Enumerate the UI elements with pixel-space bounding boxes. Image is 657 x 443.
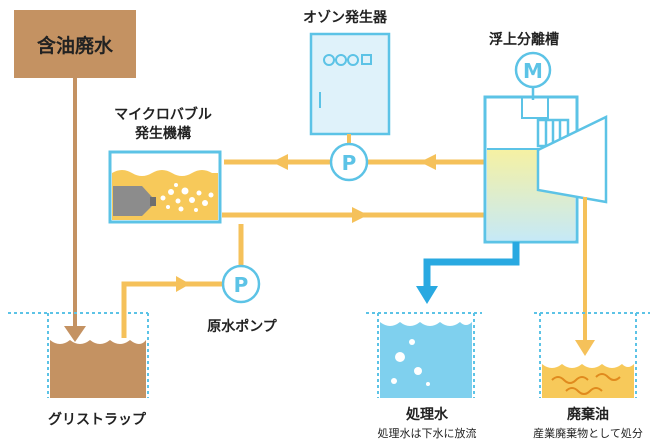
microbubble-unit-outline (108, 150, 222, 224)
ozone-generator-indicators (323, 54, 372, 66)
waste-oil-fill (542, 364, 634, 398)
grease-trap-fill (50, 340, 146, 398)
ozone-pump-symbol: P (342, 151, 357, 175)
microbubble-label-line2: 発生機構 (134, 125, 191, 142)
waste-oil-squiggle-2 (595, 373, 621, 381)
treated-water-line (423, 242, 520, 290)
motor-symbol: M (523, 59, 543, 83)
treated-water-bubbles (391, 339, 430, 386)
recirculation-arrowhead-1 (420, 154, 436, 170)
oil-discharge-chute (536, 115, 608, 204)
skimmer-frame (521, 97, 549, 119)
treated-water-label: 処理水 (405, 406, 449, 423)
waste-oil-arrowhead (575, 340, 595, 356)
treated-water-arrowhead (416, 286, 438, 304)
microbubble-label-line1: マイクロバブル (114, 106, 212, 123)
oil-wastewater-label: 含油廃水 (37, 34, 114, 57)
raw-water-pump-label: 原水ポンプ (207, 318, 278, 335)
microbubbles (160, 183, 214, 212)
ozone-generator-box (309, 32, 391, 136)
waste-oil-squiggle-1 (551, 376, 589, 384)
waste-oil-squiggle-3 (565, 387, 603, 395)
recirculation-arrowhead-2 (272, 154, 288, 170)
raw-water-arrowhead (176, 276, 190, 292)
raw-water-pump-icon (221, 264, 261, 304)
nozzle-icon (113, 186, 152, 216)
oil-wastewater-box (14, 10, 136, 78)
waste-oil-label: 廃棄油 (567, 406, 609, 423)
grease-trap-label: グリストラップ (48, 411, 147, 428)
treated-water-fill (380, 322, 472, 398)
waste-oil-note: 産業廃棄物として処分 (533, 426, 643, 440)
treated-water-note: 処理水は下水に放流 (378, 426, 477, 440)
raw-water-pump-symbol: P (234, 273, 249, 297)
ozone-pump-icon (329, 142, 369, 182)
flotation-tank-label: 浮上分離槽 (489, 31, 559, 48)
inflow-arrowhead (64, 326, 86, 342)
feed-arrowhead (352, 207, 368, 223)
nozzle-tip (150, 197, 156, 206)
ozone-generator-label: オゾン発生器 (303, 9, 388, 26)
